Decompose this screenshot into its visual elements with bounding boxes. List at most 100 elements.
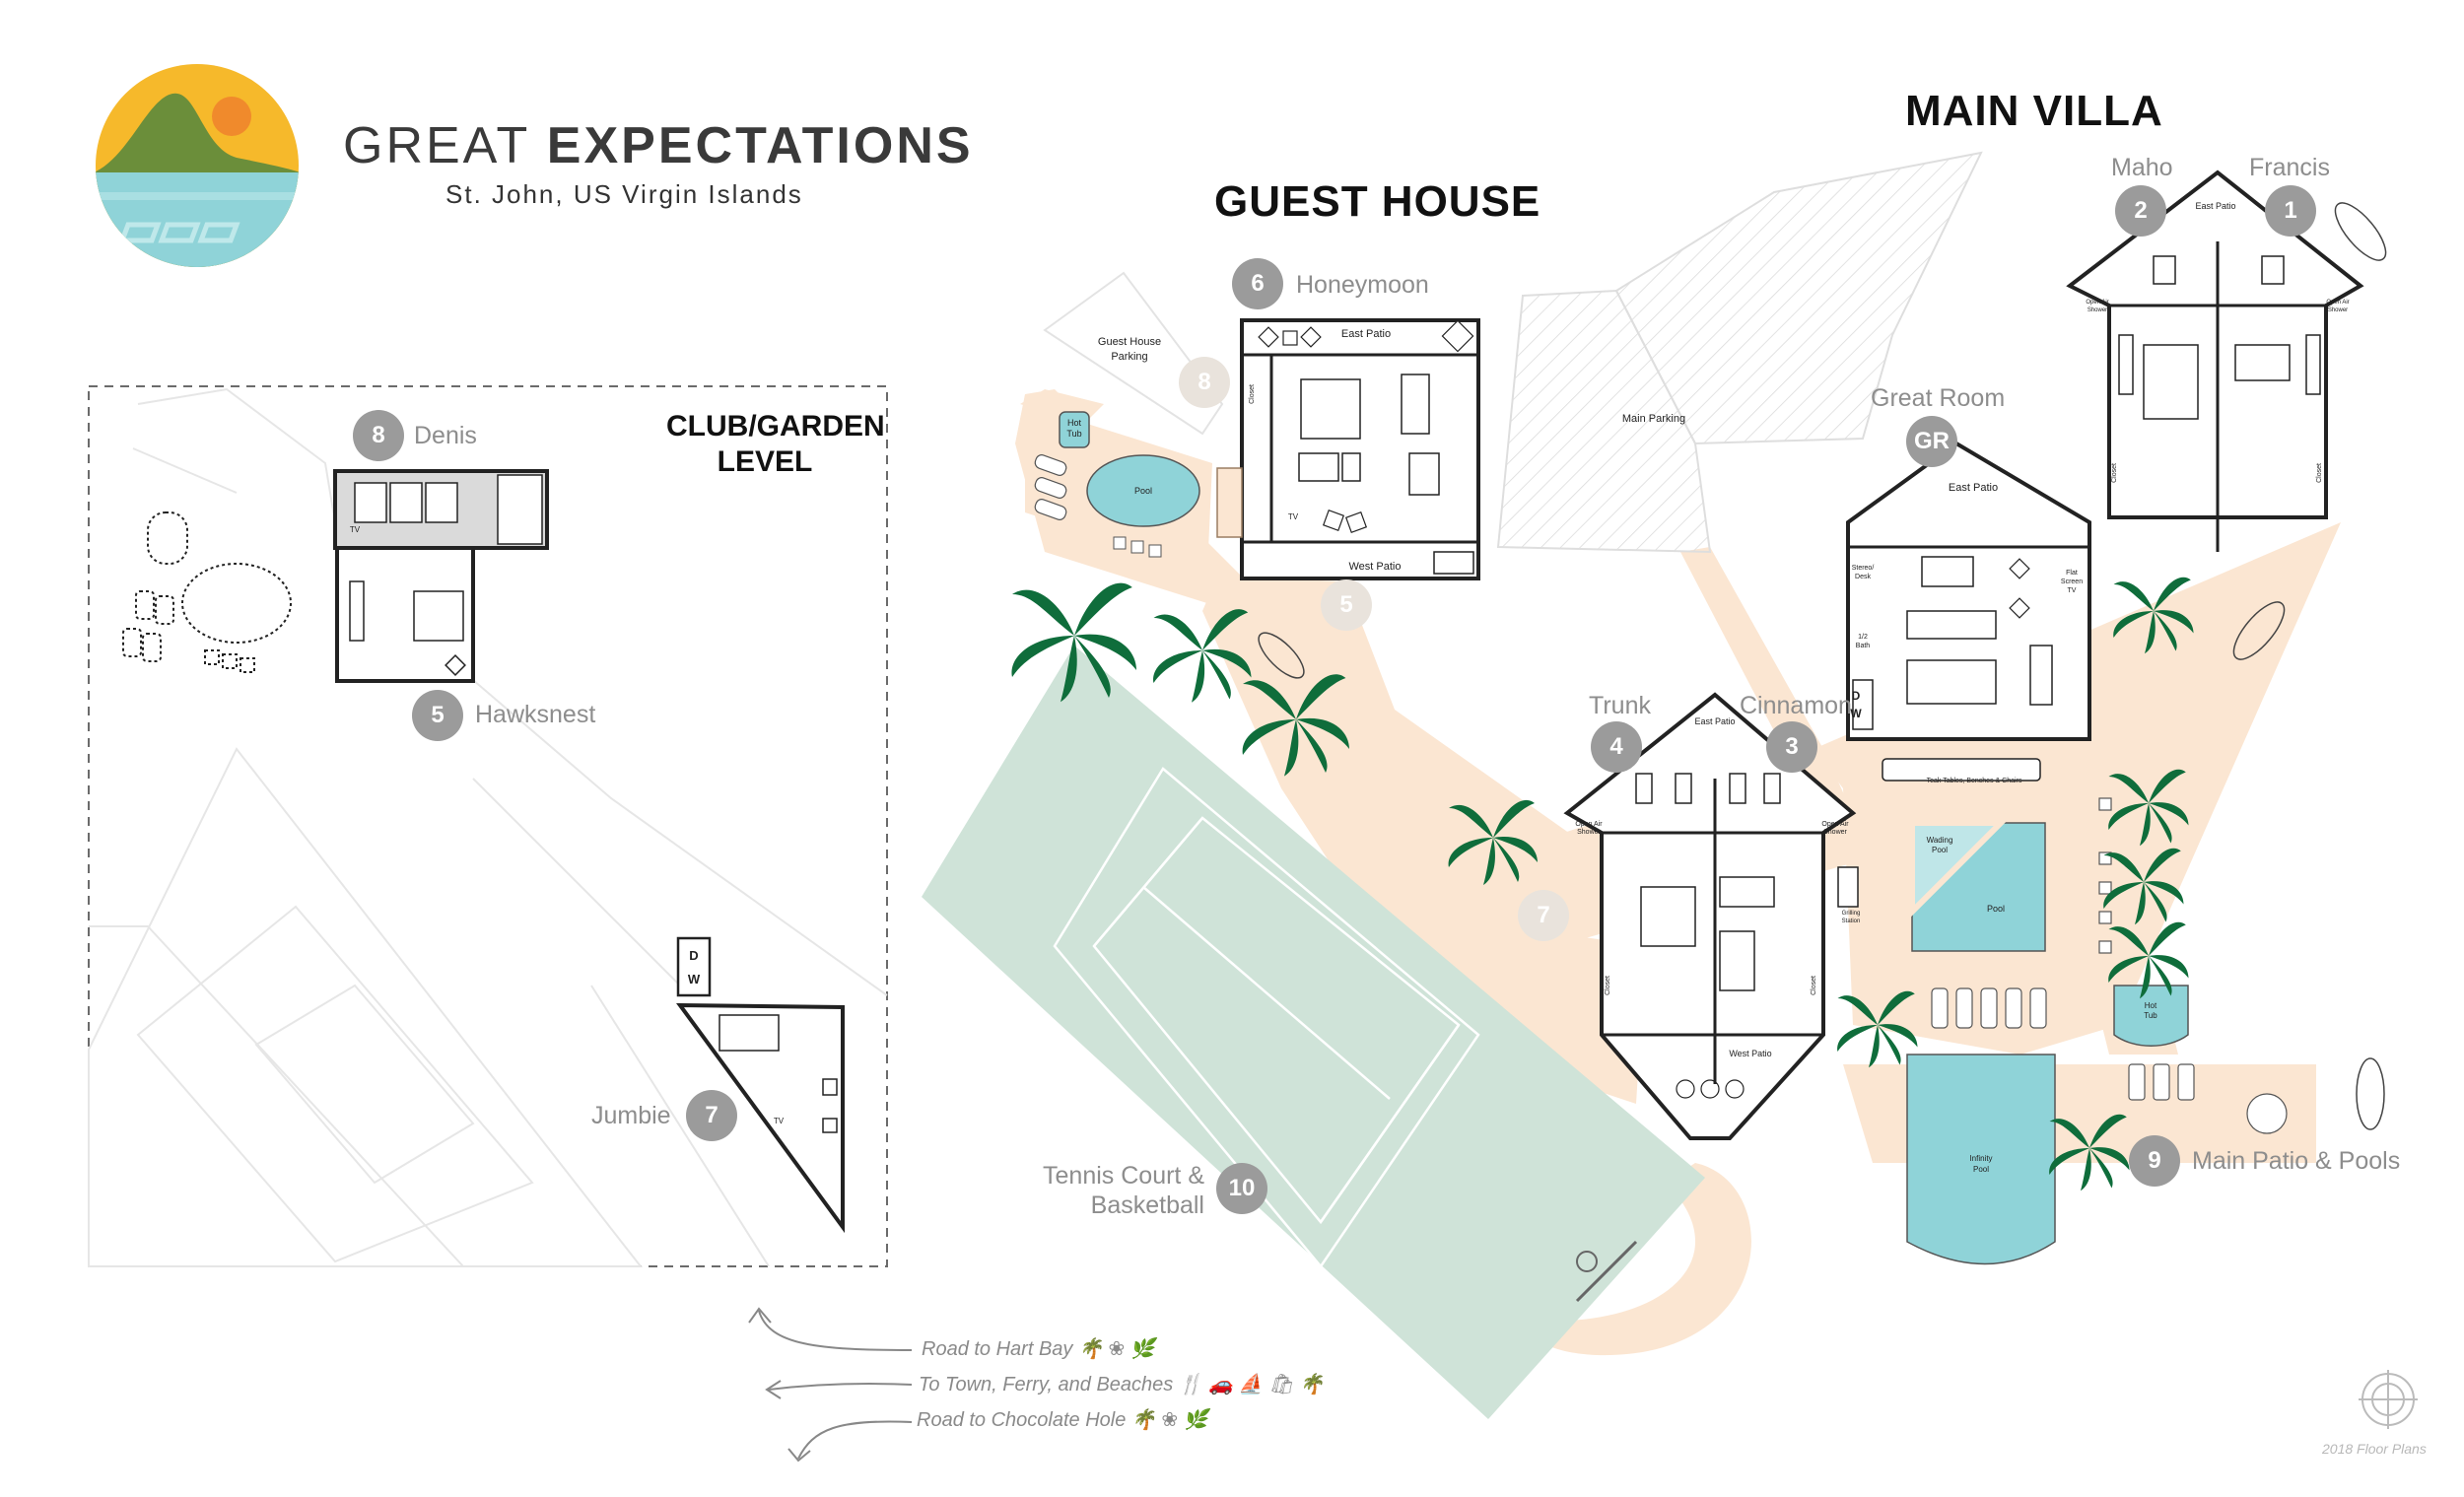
label-trunk-east-patio: East Patio <box>1694 716 1735 726</box>
label-wading-pool-1: Wading <box>1927 836 1953 845</box>
maho-francis-wing-plan <box>2066 170 2364 552</box>
room-7-badge[interactable]: 7 <box>686 1090 737 1141</box>
label-wading-pool-2: Pool <box>1932 846 1948 854</box>
logo-icon <box>96 64 299 267</box>
guest-parking-marker[interactable]: 8 <box>1179 357 1230 408</box>
label-maho-closet: Closet <box>2111 463 2118 483</box>
road-town-ferry[interactable]: To Town, Ferry, and Beaches 🍴 🚗 ⛵ 🛍 🌴 <box>919 1372 1324 1396</box>
road-hart-bay-icons: 🌴 ❀ 🌿 <box>1077 1338 1155 1360</box>
main-pools <box>1906 797 2288 1265</box>
label-francis-shower-1: Open Air <box>2326 300 2349 306</box>
room-10-label-line1: Tennis Court & <box>1043 1162 1204 1190</box>
label-jumbie-tv: TV <box>774 1117 785 1125</box>
label-trunk-closet: Closet <box>1605 976 1611 995</box>
label-guest-tv: TV <box>1288 512 1299 521</box>
room-4-label: Trunk <box>1589 692 1651 719</box>
road-hart-bay[interactable]: Road to Hart Bay 🌴 ❀ 🌿 <box>922 1336 1155 1361</box>
guest-pool-area <box>1025 404 1212 572</box>
label-guest-east-patio: East Patio <box>1341 328 1391 340</box>
label-guest-pool: Pool <box>1134 486 1152 496</box>
label-guest-closet: Closet <box>1249 384 1256 404</box>
room-9-badge[interactable]: 9 <box>2129 1135 2180 1187</box>
club-garden-title-line2: LEVEL <box>717 445 813 478</box>
label-maho-shower-1: Open Air <box>2086 300 2108 306</box>
room-2-badge[interactable]: 2 <box>2115 185 2166 237</box>
road-chocolate-hole-label: Road to Chocolate Hole <box>917 1409 1127 1431</box>
room-8-badge[interactable]: 8 <box>353 410 404 461</box>
tennis-court <box>922 646 1705 1419</box>
guest-house-title: GUEST HOUSE <box>1214 177 1541 226</box>
label-jumbie-d: D <box>689 948 698 963</box>
label-jumbie-w: W <box>688 972 701 987</box>
label-francis-shower-2: Shower <box>2328 307 2348 313</box>
label-great-room-east-patio: East Patio <box>1949 482 1998 494</box>
road-town-ferry-icons: 🍴 🚗 ⛵ 🛍 🌴 <box>1178 1374 1325 1395</box>
arrow-icon <box>748 1307 913 1463</box>
room-3-label: Cinnamon <box>1740 692 1852 719</box>
road-hart-bay-label: Road to Hart Bay <box>922 1338 1073 1360</box>
label-flat-screen-3: TV <box>2068 587 2077 594</box>
label-flat-screen-2: Screen <box>2061 578 2083 585</box>
main-villa-title: MAIN VILLA <box>1905 87 2163 135</box>
brand-title-bold: EXPECTATIONS <box>546 117 974 174</box>
label-villa-east-patio: East Patio <box>2195 201 2235 211</box>
label-teak-tables: Teak Tables, Benches & Chairs <box>1927 778 2022 784</box>
room-10-label: Tennis Court & Basketball <box>986 1161 1204 1220</box>
label-maho-shower-2: Shower <box>2088 307 2107 313</box>
road-chocolate-hole-icons: 🌴 ❀ 🌿 <box>1130 1409 1208 1431</box>
room-2-label: Maho <box>2111 154 2173 181</box>
room-1-label: Francis <box>2249 154 2330 181</box>
label-half-bath-1: 1/2 <box>1858 634 1868 641</box>
label-infinity-pool-2: Pool <box>1973 1165 1989 1174</box>
room-1-badge[interactable]: 1 <box>2265 185 2316 237</box>
label-great-room-w: W <box>1850 707 1862 720</box>
label-cinnamon-closet: Closet <box>1811 976 1817 995</box>
room-6-badge[interactable]: 6 <box>1232 258 1283 309</box>
club-garden-title-line1: CLUB/GARDEN <box>666 410 885 442</box>
room-9-label: Main Patio & Pools <box>2192 1147 2401 1175</box>
copyright-note: 2018 Floor Plans <box>2322 1441 2427 1457</box>
room-4-badge[interactable]: 4 <box>1591 721 1642 773</box>
label-half-bath-2: Bath <box>1856 643 1871 649</box>
guest-house-plan <box>1216 318 1480 580</box>
room-10-badge[interactable]: 10 <box>1216 1163 1267 1214</box>
room-3-badge[interactable]: 3 <box>1766 721 1817 773</box>
label-main-hot-tub-1: Hot <box>2145 1001 2157 1010</box>
compass-icon <box>2359 1370 2418 1429</box>
label-stereo-desk-1: Stereo/ <box>1852 565 1875 572</box>
denis-hawksnest-plan <box>333 469 549 683</box>
room-5-label: Hawksnest <box>475 701 596 728</box>
brand-title: GREAT EXPECTATIONS <box>343 116 974 175</box>
great-room-badge[interactable]: GR <box>1906 416 1957 467</box>
great-room-plan <box>1846 441 2091 782</box>
main-parking-area <box>1496 289 1712 554</box>
label-guest-hot-tub-2: Tub <box>1066 429 1081 439</box>
label-infinity-pool-1: Infinity <box>1969 1154 1992 1163</box>
label-guest-west-patio: West Patio <box>1349 561 1402 573</box>
club-garden-boundary <box>88 385 888 1267</box>
brand-title-light: GREAT <box>343 117 547 174</box>
label-grilling-1: Grilling <box>1842 911 1861 917</box>
label-main-parking: Main Parking <box>1622 413 1685 425</box>
umbrella-icon <box>1258 202 2387 1130</box>
great-room-label: Great Room <box>1871 384 2006 412</box>
label-stereo-desk-2: Desk <box>1855 574 1871 580</box>
club-garden-title: CLUB/GARDEN LEVEL <box>666 409 885 480</box>
guest-path-marker[interactable]: 5 <box>1321 579 1372 631</box>
room-8-label: Denis <box>414 422 477 449</box>
label-francis-closet: Closet <box>2316 463 2323 483</box>
guest-parking-area <box>1043 271 1224 436</box>
road-town-ferry-label: To Town, Ferry, and Beaches <box>919 1374 1174 1395</box>
label-flat-screen-1: Flat <box>2066 570 2078 577</box>
road-chocolate-hole[interactable]: Road to Chocolate Hole 🌴 ❀ 🌿 <box>917 1407 1208 1432</box>
brand-location: St. John, US Virgin Islands <box>445 179 803 209</box>
label-trunk-shower-2: Shower <box>1577 829 1601 836</box>
label-cinnamon-shower-2: Shower <box>1823 829 1847 836</box>
main-path-marker[interactable]: 7 <box>1518 890 1569 941</box>
label-main-pool: Pool <box>1987 904 2005 914</box>
label-trunk-west-patio: West Patio <box>1729 1049 1771 1058</box>
label-great-room-d: D <box>1852 689 1861 703</box>
room-5-badge[interactable]: 5 <box>412 690 463 741</box>
label-cinnamon-shower-1: Open Air <box>1821 821 1849 828</box>
